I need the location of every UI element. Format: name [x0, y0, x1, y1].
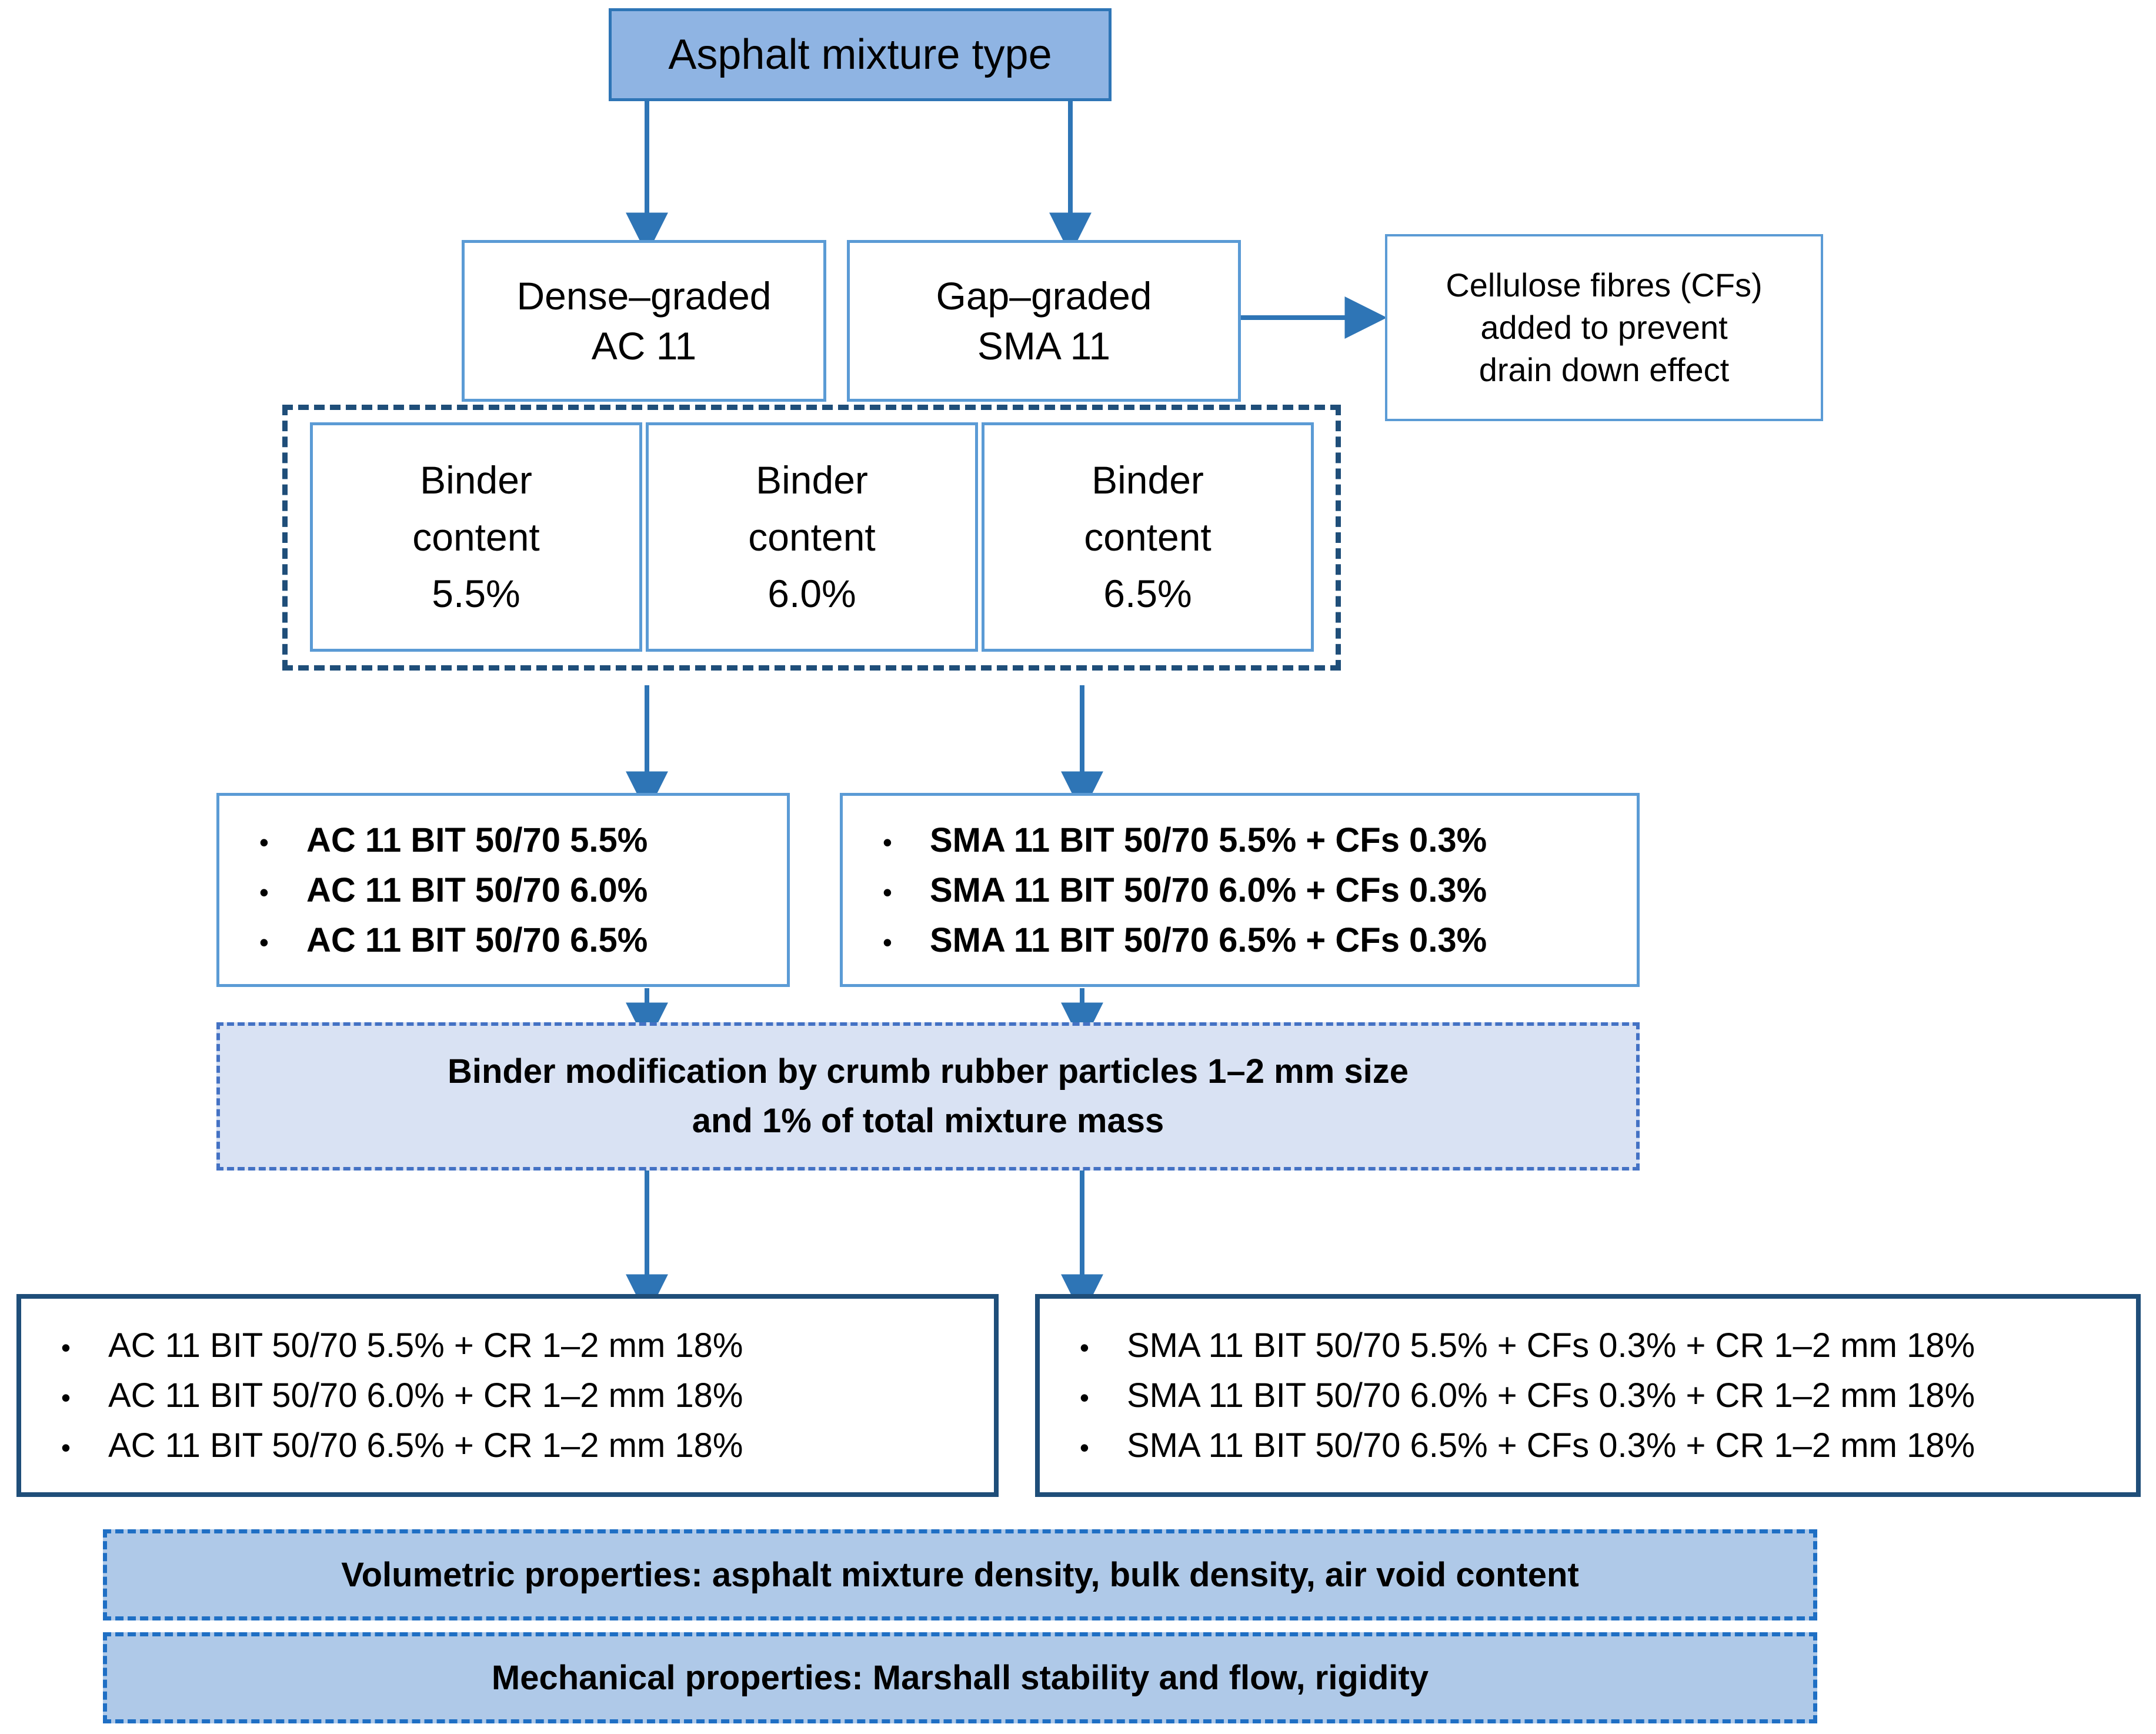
volumetric-properties-banner[interactable]: Volumetric properties: asphalt mixture d…	[103, 1529, 1817, 1620]
binder-modification-banner[interactable]: Binder modification by crumb rubber part…	[216, 1022, 1640, 1171]
title-box[interactable]: Asphalt mixture type	[609, 8, 1112, 101]
ac-mixes-list[interactable]: • AC 11 BIT 50/70 5.5% • AC 11 BIT 50/70…	[216, 793, 790, 987]
bullet-icon: •	[61, 1432, 71, 1463]
binder-modification-line1: Binder modification by crumb rubber part…	[447, 1052, 1409, 1091]
sma-cr-mix-3: SMA 11 BIT 50/70 6.5% + CFs 0.3% + CR 1–…	[1127, 1426, 1975, 1465]
ac-mix-1: AC 11 BIT 50/70 5.5%	[306, 821, 648, 859]
list-item: • SMA 11 BIT 50/70 6.0% + CFs 0.3%	[855, 871, 1637, 910]
ac-cr-mixes-list[interactable]: • AC 11 BIT 50/70 5.5% + CR 1–2 mm 18% •…	[16, 1294, 999, 1497]
sma-mix-1: SMA 11 BIT 50/70 5.5% + CFs 0.3%	[930, 821, 1487, 859]
bullet-icon: •	[1079, 1332, 1089, 1363]
dense-graded-line2: AC 11	[591, 324, 697, 368]
binder-5-5-value: 5.5%	[432, 572, 520, 616]
bullet-icon: •	[259, 926, 269, 958]
sma-cr-mixes-list[interactable]: • SMA 11 BIT 50/70 5.5% + CFs 0.3% + CR …	[1035, 1294, 2141, 1497]
bullet-icon: •	[882, 876, 892, 908]
cellulose-fibres-note[interactable]: Cellulose fibres (CFs) added to prevent …	[1385, 234, 1823, 421]
list-item: • SMA 11 BIT 50/70 5.5% + CFs 0.3%	[855, 821, 1637, 860]
binder-5-5-line1: Binder	[420, 458, 532, 502]
mechanical-properties-banner[interactable]: Mechanical properties: Marshall stabilit…	[103, 1632, 1817, 1723]
list-item: • SMA 11 BIT 50/70 6.5% + CFs 0.3%	[855, 921, 1637, 960]
binder-content-6-0[interactable]: Binder content 6.0%	[646, 422, 978, 652]
list-item: • SMA 11 BIT 50/70 6.0% + CFs 0.3% + CR …	[1052, 1376, 2136, 1415]
bullet-icon: •	[61, 1382, 71, 1413]
cf-note-line1: Cellulose fibres (CFs)	[1446, 266, 1763, 304]
bullet-icon: •	[259, 826, 269, 858]
list-item: • AC 11 BIT 50/70 6.0%	[231, 871, 787, 910]
title-label: Asphalt mixture type	[668, 31, 1052, 78]
cf-note-line3: drain down effect	[1479, 351, 1730, 388]
bullet-icon: •	[61, 1332, 71, 1363]
ac-cr-mix-3: AC 11 BIT 50/70 6.5% + CR 1–2 mm 18%	[108, 1426, 743, 1465]
list-item: • AC 11 BIT 50/70 5.5%	[231, 821, 787, 860]
binder-content-5-5[interactable]: Binder content 5.5%	[310, 422, 642, 652]
bullet-icon: •	[1079, 1432, 1089, 1463]
binder-content-6-5[interactable]: Binder content 6.5%	[982, 422, 1314, 652]
bullet-icon: •	[882, 826, 892, 858]
ac-mix-2: AC 11 BIT 50/70 6.0%	[306, 871, 648, 909]
ac-cr-mix-1: AC 11 BIT 50/70 5.5% + CR 1–2 mm 18%	[108, 1326, 743, 1365]
list-item: • AC 11 BIT 50/70 6.5% + CR 1–2 mm 18%	[33, 1426, 994, 1465]
sma-mix-2: SMA 11 BIT 50/70 6.0% + CFs 0.3%	[930, 871, 1487, 909]
sma-cr-mix-2: SMA 11 BIT 50/70 6.0% + CFs 0.3% + CR 1–…	[1127, 1376, 1975, 1415]
binder-5-5-line2: content	[412, 515, 540, 559]
list-item: • AC 11 BIT 50/70 6.5%	[231, 921, 787, 960]
mixture-type-gap-graded[interactable]: Gap–graded SMA 11	[847, 240, 1241, 402]
mixture-type-dense-graded[interactable]: Dense–graded AC 11	[462, 240, 826, 402]
binder-content-group	[282, 405, 1341, 671]
list-item: • AC 11 BIT 50/70 5.5% + CR 1–2 mm 18%	[33, 1326, 994, 1365]
list-item: • SMA 11 BIT 50/70 5.5% + CFs 0.3% + CR …	[1052, 1326, 2136, 1365]
volumetric-properties-label: Volumetric properties: asphalt mixture d…	[341, 1556, 1579, 1594]
binder-6-5-line2: content	[1084, 515, 1212, 559]
ac-cr-mix-2: AC 11 BIT 50/70 6.0% + CR 1–2 mm 18%	[108, 1376, 743, 1415]
bullet-icon: •	[882, 926, 892, 958]
sma-mixes-list[interactable]: • SMA 11 BIT 50/70 5.5% + CFs 0.3% • SMA…	[840, 793, 1640, 987]
binder-6-5-value: 6.5%	[1103, 572, 1192, 616]
binder-6-5-line1: Binder	[1092, 458, 1204, 502]
mechanical-properties-label: Mechanical properties: Marshall stabilit…	[491, 1659, 1429, 1697]
bullet-icon: •	[1079, 1382, 1089, 1413]
gap-graded-line1: Gap–graded	[936, 274, 1152, 318]
binder-6-0-value: 6.0%	[767, 572, 856, 616]
ac-mix-3: AC 11 BIT 50/70 6.5%	[306, 921, 648, 959]
binder-6-0-line1: Binder	[756, 458, 868, 502]
sma-cr-mix-1: SMA 11 BIT 50/70 5.5% + CFs 0.3% + CR 1–…	[1127, 1326, 1975, 1365]
dense-graded-line1: Dense–graded	[516, 274, 772, 318]
bullet-icon: •	[259, 876, 269, 908]
list-item: • AC 11 BIT 50/70 6.0% + CR 1–2 mm 18%	[33, 1376, 994, 1415]
sma-mix-3: SMA 11 BIT 50/70 6.5% + CFs 0.3%	[930, 921, 1487, 959]
binder-modification-line2: and 1% of total mixture mass	[692, 1102, 1164, 1140]
gap-graded-line2: SMA 11	[977, 324, 1111, 368]
cf-note-line2: added to prevent	[1480, 309, 1728, 346]
binder-6-0-line2: content	[748, 515, 876, 559]
list-item: • SMA 11 BIT 50/70 6.5% + CFs 0.3% + CR …	[1052, 1426, 2136, 1465]
